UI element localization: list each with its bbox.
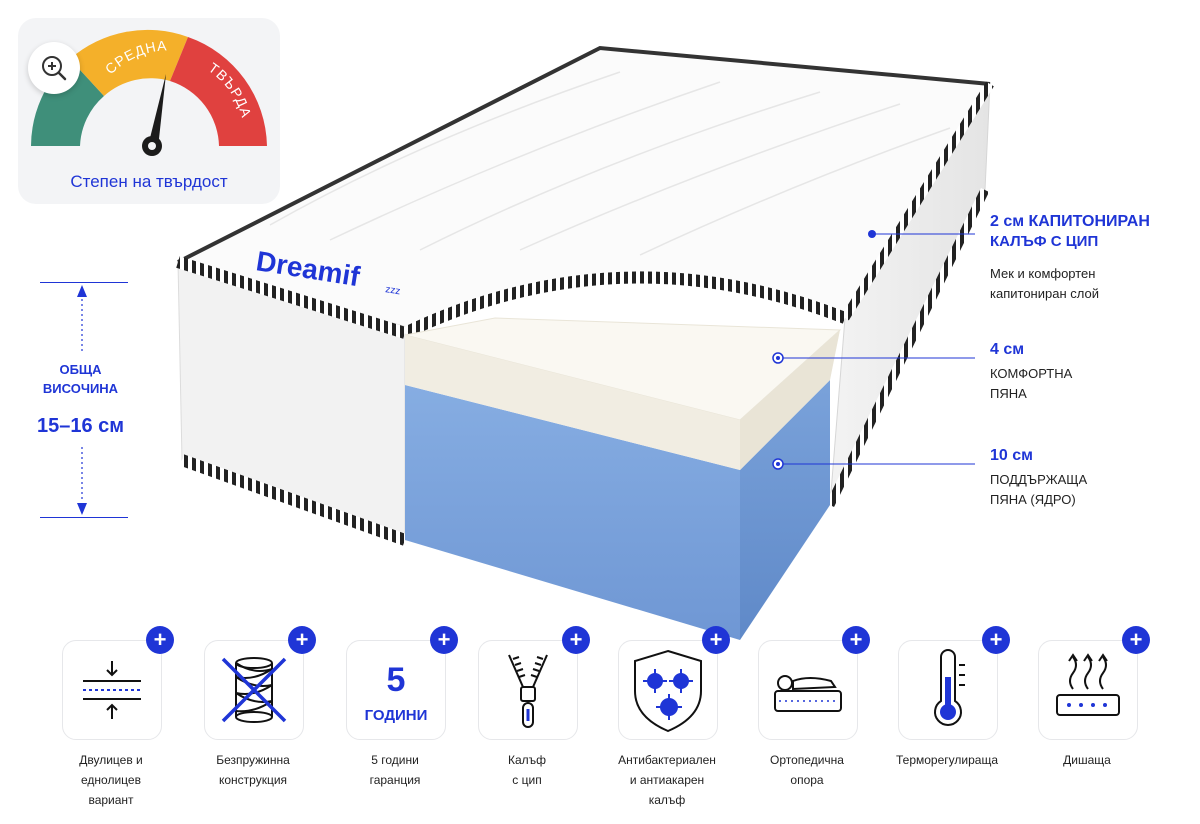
- layer-cover-title: 2 см КАПИТОНИРАН КАЛЪФ С ЦИП: [990, 213, 1150, 250]
- layer-comfort-desc: КОМФОРТНА ПЯНА: [990, 366, 1073, 401]
- firmness-label: Степен на твърдост: [70, 172, 228, 191]
- height-top-line: [40, 282, 128, 283]
- double-sided-icon: [83, 661, 141, 719]
- piping-top: [177, 45, 991, 264]
- height-value: 15–16 см: [36, 415, 125, 437]
- support-foam-side: [740, 380, 830, 640]
- expand-icon[interactable]: +: [702, 626, 730, 654]
- feature-label-warranty: 5 години гаранция: [369, 753, 421, 787]
- expand-icon[interactable]: +: [842, 626, 870, 654]
- height-label-line2: ВИСОЧИНА: [42, 381, 119, 396]
- feature-zipper[interactable]: +: [478, 626, 590, 740]
- height-arrows: [77, 285, 87, 515]
- layer-core-title: 10 см: [990, 447, 1033, 464]
- firmness-card: СРЕДНА ТВЪРДА Степен на твърдост: [18, 18, 280, 204]
- quilting-pattern: [269, 71, 951, 256]
- expand-icon[interactable]: +: [982, 626, 1010, 654]
- piping-bottom-right: [825, 188, 990, 507]
- zoom-in-icon: [42, 56, 67, 81]
- antibacterial-icon: [634, 649, 702, 733]
- expand-icon[interactable]: +: [288, 626, 316, 654]
- feature-orthopedic[interactable]: +: [758, 626, 870, 740]
- expand-icon[interactable]: +: [1122, 626, 1150, 654]
- comfort-foam-side: [740, 330, 840, 470]
- zipper-icon: [508, 654, 548, 728]
- feature-label-antibacterial: Антибактериален и антиакарен калъф: [618, 753, 716, 807]
- orthopedic-icon: [774, 675, 842, 712]
- feature-label-orthopedic: Ортопедична опора: [770, 753, 844, 787]
- warranty-text: ГОДИНИ: [364, 707, 428, 724]
- height-label: ОБЩА ВИСОЧИНА 15–16 см: [18, 360, 143, 440]
- feature-thermoregulation[interactable]: +: [898, 626, 1010, 740]
- gauge-segment-firm: [170, 37, 267, 146]
- brand-mark: zzz: [385, 284, 402, 297]
- piping-bottom: [179, 454, 408, 546]
- feature-breathable[interactable]: +: [1038, 626, 1150, 740]
- feature-antibacterial[interactable]: +: [618, 626, 730, 740]
- feature-warranty[interactable]: 5 ГОДИНИ +: [346, 626, 458, 740]
- gauge-segment-medium: [70, 29, 188, 97]
- gauge-needle: [148, 74, 166, 148]
- piping-curve: [402, 271, 848, 339]
- breathable-icon: [1056, 653, 1120, 716]
- firmness-gauge: СРЕДНА ТВЪРДА: [31, 29, 267, 156]
- piping-right: [841, 81, 994, 321]
- feature-label-no-springs: Безпружинна конструкция: [216, 753, 290, 787]
- expand-icon[interactable]: +: [430, 626, 458, 654]
- layer-comfort-title: 4 см: [990, 341, 1025, 358]
- comfort-foam-front: [405, 335, 740, 470]
- expand-icon[interactable]: +: [146, 626, 174, 654]
- warranty-icon: 5 ГОДИНИ: [346, 640, 446, 740]
- feature-label-zipper: Калъф с цип: [507, 753, 547, 787]
- feature-no-springs[interactable]: +: [204, 626, 316, 740]
- feature-double-sided[interactable]: +: [62, 626, 174, 740]
- zoom-button[interactable]: [28, 42, 80, 94]
- feature-label-double-sided: Двулицев и еднолицев вариант: [79, 753, 143, 807]
- no-springs-icon: [221, 657, 287, 723]
- mattress-illustration: Dreamif zzz: [176, 45, 994, 640]
- thermometer-icon: [934, 649, 965, 726]
- layer-cover-desc: Мек и комфортен капитониран слой: [990, 266, 1099, 301]
- height-bottom-line: [40, 517, 128, 518]
- warranty-number: 5: [386, 661, 406, 699]
- height-label-line1: ОБЩА: [59, 362, 102, 377]
- feature-label-breathable: Дишаща: [1063, 753, 1111, 767]
- layer-core-desc: ПОДДЪРЖАЩА ПЯНА (ЯДРО): [990, 472, 1088, 507]
- piping-front-top: [176, 256, 407, 339]
- feature-label-thermoregulation: Терморегулираща: [896, 753, 998, 767]
- expand-icon[interactable]: +: [562, 626, 590, 654]
- gauge-segment-soft: [31, 59, 104, 146]
